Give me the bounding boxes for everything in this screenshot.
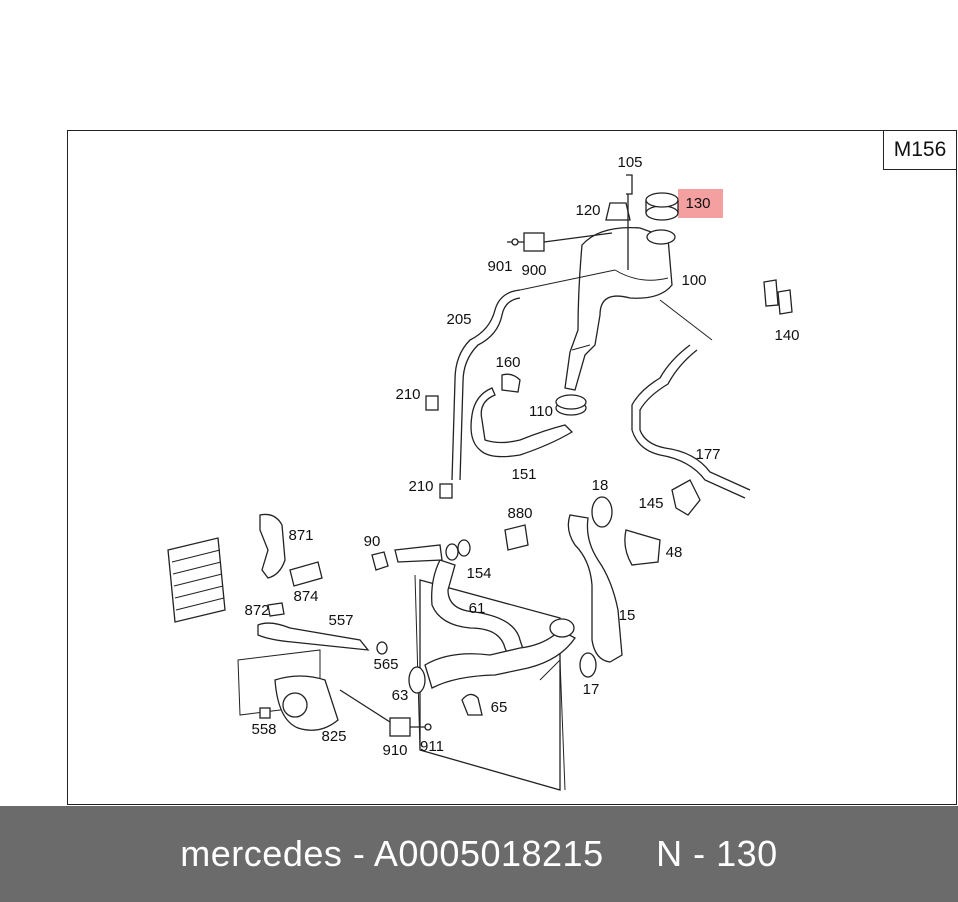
callout-65: 65 — [491, 699, 508, 716]
footer-brand: mercedes — [180, 833, 343, 874]
hose-874 — [289, 561, 323, 587]
plug-120 — [605, 202, 631, 221]
clamp-160 — [501, 373, 521, 393]
plug-558 — [259, 707, 271, 719]
callout-901: 901 — [487, 258, 512, 275]
clip-145 — [671, 479, 701, 516]
callout-highlight-130 — [678, 189, 723, 218]
footer-separator: - — [342, 833, 374, 874]
oil-cooler — [167, 537, 226, 623]
callout-911: 911 — [420, 738, 444, 755]
clamp-872 — [267, 602, 285, 617]
clip-210-b — [439, 483, 453, 499]
callout-130: 130 — [685, 195, 710, 212]
callout-210: 210 — [408, 478, 433, 495]
clip-65 — [461, 693, 483, 716]
callout-140: 140 — [774, 327, 799, 344]
callout-558: 558 — [251, 721, 276, 738]
footer-caption: mercedes - A0005018215 N - 130 — [180, 833, 777, 875]
footer-part-number: A0005018215 — [373, 833, 604, 874]
clamp-90 — [371, 551, 389, 571]
callout-15: 15 — [619, 607, 636, 624]
callout-557: 557 — [328, 612, 353, 629]
grommet-110 — [555, 394, 587, 416]
callout-900: 900 — [521, 262, 546, 279]
callout-825: 825 — [321, 728, 346, 745]
ring-63 — [408, 666, 426, 694]
hose-557 — [257, 622, 370, 651]
callout-210: 210 — [395, 386, 420, 403]
expansion-tank — [564, 226, 676, 391]
footer-bar: mercedes - A0005018215 N - 130 — [0, 806, 958, 902]
bracket-48 — [624, 529, 661, 566]
bracket-880 — [504, 524, 529, 551]
callout-871: 871 — [288, 527, 313, 544]
clip-210-a — [425, 395, 439, 411]
callout-61: 61 — [469, 600, 486, 617]
callout-910: 910 — [382, 742, 407, 759]
hose-177 — [631, 344, 746, 499]
clip-105 — [626, 174, 633, 270]
callout-100: 100 — [681, 272, 706, 289]
callout-18: 18 — [592, 477, 609, 494]
footer-position: N - 130 — [656, 833, 778, 874]
cap-130 — [645, 192, 679, 221]
hose-177-inner — [639, 349, 751, 491]
ring-17 — [579, 652, 597, 678]
callout-874: 874 — [293, 588, 318, 605]
water-pump-825 — [237, 649, 339, 731]
hose-205-inner — [459, 297, 521, 481]
callout-880: 880 — [507, 505, 532, 522]
hose-61 — [431, 559, 526, 661]
callout-154: 154 — [466, 565, 491, 582]
callout-63: 63 — [392, 687, 409, 704]
hose-15 — [567, 514, 623, 663]
parts-diagram: 105 120 130 901 900 100 140 205 160 210 110 177 151 1… — [167, 154, 800, 791]
callout-105: 105 — [617, 154, 642, 171]
hose-871 — [259, 513, 286, 579]
hose-151 — [470, 387, 574, 458]
callout-872: 872 — [244, 602, 269, 619]
callout-110: 110 — [529, 403, 553, 420]
callout-90: 90 — [364, 533, 381, 550]
sensor-910 — [339, 689, 432, 737]
model-code-box: M156 — [883, 131, 956, 170]
sensor-900 — [507, 232, 613, 252]
callout-160: 160 — [495, 354, 520, 371]
callout-145: 145 — [638, 495, 663, 512]
clips-140 — [763, 279, 793, 315]
hose-63 — [424, 629, 576, 689]
callout-17: 17 — [583, 681, 600, 698]
hose-205 — [451, 289, 521, 481]
hose-154 — [394, 544, 443, 563]
callout-205: 205 — [446, 311, 471, 328]
footer-gap — [604, 833, 657, 874]
callout-48: 48 — [666, 544, 683, 561]
callout-565: 565 — [373, 656, 398, 673]
clamp-565 — [376, 641, 388, 655]
callout-177: 177 — [695, 446, 720, 463]
ring-18 — [591, 496, 613, 528]
callout-151: 151 — [511, 466, 536, 483]
radiator — [414, 574, 566, 791]
callout-120: 120 — [575, 202, 600, 219]
